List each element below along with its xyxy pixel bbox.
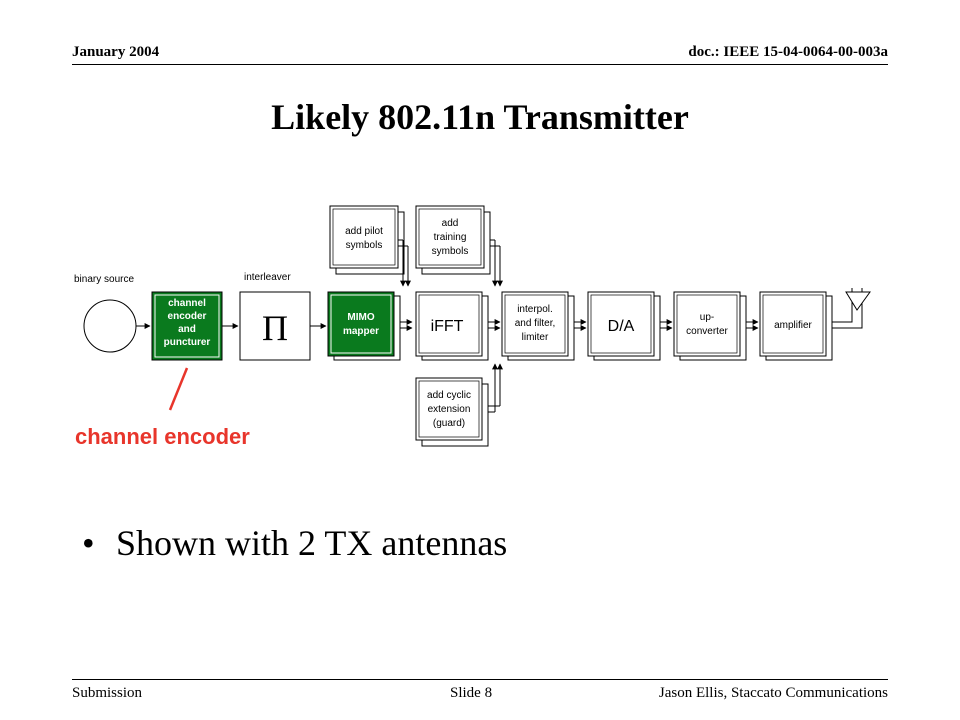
binary-source-circle: [83, 299, 137, 353]
bullet-item: • Shown with 2 TX antennas: [82, 522, 507, 564]
footer-submission: Submission: [72, 685, 143, 701]
upconv-line-2: converter: [686, 326, 728, 337]
da-label: D/A: [608, 318, 635, 335]
footer-author: Jason Ellis, Staccato Communications: [658, 685, 888, 701]
binary-source-label: binary source: [74, 274, 134, 285]
antenna-icon: [832, 288, 871, 329]
header-divider: [72, 64, 888, 65]
mimo-line-2: mapper: [343, 326, 379, 337]
interp-line-2: and filter,: [515, 318, 556, 329]
up-converter-block: up- converter: [673, 291, 747, 361]
footer-divider: [72, 679, 888, 680]
training-line-1: add: [442, 218, 459, 229]
channel-encoder-block: channel encoder and puncturer: [151, 291, 223, 361]
training-line-3: symbols: [432, 246, 469, 257]
cyclic-line-2: extension: [428, 404, 471, 415]
encoder-line-2: encoder: [168, 311, 207, 322]
bullet-dot-icon: •: [82, 523, 95, 563]
cyclic-extension-block: add cyclic extension (guard): [415, 377, 489, 447]
ifft-block: iFFT: [415, 291, 489, 361]
interleaver-label: interleaver: [244, 272, 291, 283]
da-converter-block: D/A: [587, 291, 661, 361]
training-symbols-block: add training symbols: [415, 205, 491, 275]
encoder-line-1: channel: [168, 298, 206, 309]
interleaver-pi-symbol: Π: [262, 308, 288, 348]
amplifier-label: amplifier: [774, 320, 812, 331]
upconv-line-1: up-: [700, 312, 714, 323]
interpolation-filter-block: interpol. and filter, limiter: [501, 291, 575, 361]
pilot-symbols-block: add pilot symbols: [329, 205, 405, 275]
pilot-line-1: add pilot: [345, 226, 383, 237]
cyclic-line-3: (guard): [433, 418, 465, 429]
interp-line-3: limiter: [522, 332, 549, 343]
interp-line-1: interpol.: [517, 304, 553, 315]
mimo-mapper-block: MIMO mapper: [327, 291, 401, 361]
header-doc-id: doc.: IEEE 15-04-0064-00-003a: [688, 44, 888, 60]
encoder-line-3: and: [178, 324, 196, 335]
footer-slide-number: Slide 8: [450, 685, 493, 701]
callout-pointer-line: [168, 367, 189, 411]
amplifier-block: amplifier: [759, 291, 833, 361]
channel-encoder-callout: channel encoder: [75, 424, 250, 449]
slide-title: Likely 802.11n Transmitter: [271, 97, 689, 137]
training-line-2: training: [434, 232, 467, 243]
bullet-text: Shown with 2 TX antennas: [116, 523, 508, 563]
pilot-line-2: symbols: [346, 240, 383, 251]
ifft-label: iFFT: [431, 318, 464, 335]
cyclic-line-1: add cyclic: [427, 390, 471, 401]
mimo-line-1: MIMO: [347, 312, 374, 323]
encoder-line-4: puncturer: [164, 337, 211, 348]
interleaver-block: Π: [239, 291, 311, 361]
header-date: January 2004: [72, 44, 160, 60]
